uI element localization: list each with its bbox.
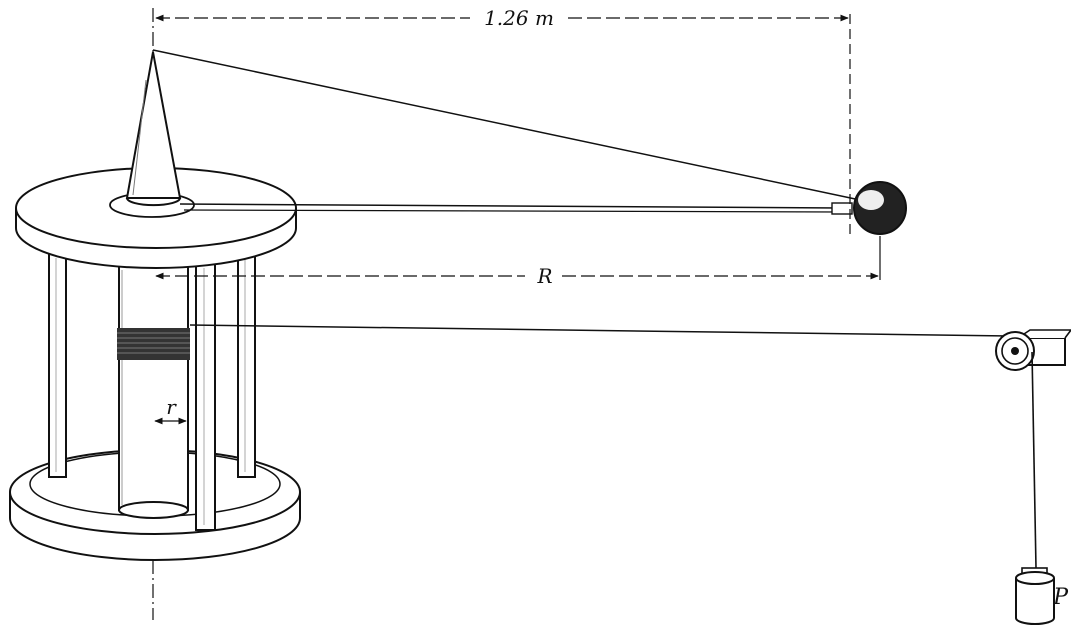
string-winding bbox=[117, 328, 190, 360]
radius-large-label: R bbox=[536, 264, 552, 288]
top-distance-label: 1.26 m bbox=[484, 6, 554, 30]
radius-small-label: r bbox=[166, 395, 177, 419]
top-dimension bbox=[155, 14, 851, 235]
drum-cylinder bbox=[118, 261, 189, 519]
pulley bbox=[995, 329, 1071, 371]
top-disc bbox=[15, 167, 297, 269]
weight-string bbox=[1031, 351, 1037, 569]
drive-string bbox=[189, 324, 1011, 337]
horizontal-arm bbox=[179, 203, 841, 213]
suspension-string bbox=[152, 49, 861, 201]
cone bbox=[109, 51, 195, 218]
weight bbox=[1015, 567, 1055, 625]
support-columns bbox=[48, 251, 256, 531]
ball bbox=[831, 181, 907, 235]
radius-large-dimension bbox=[155, 236, 881, 280]
weight-label: P bbox=[1052, 585, 1069, 610]
